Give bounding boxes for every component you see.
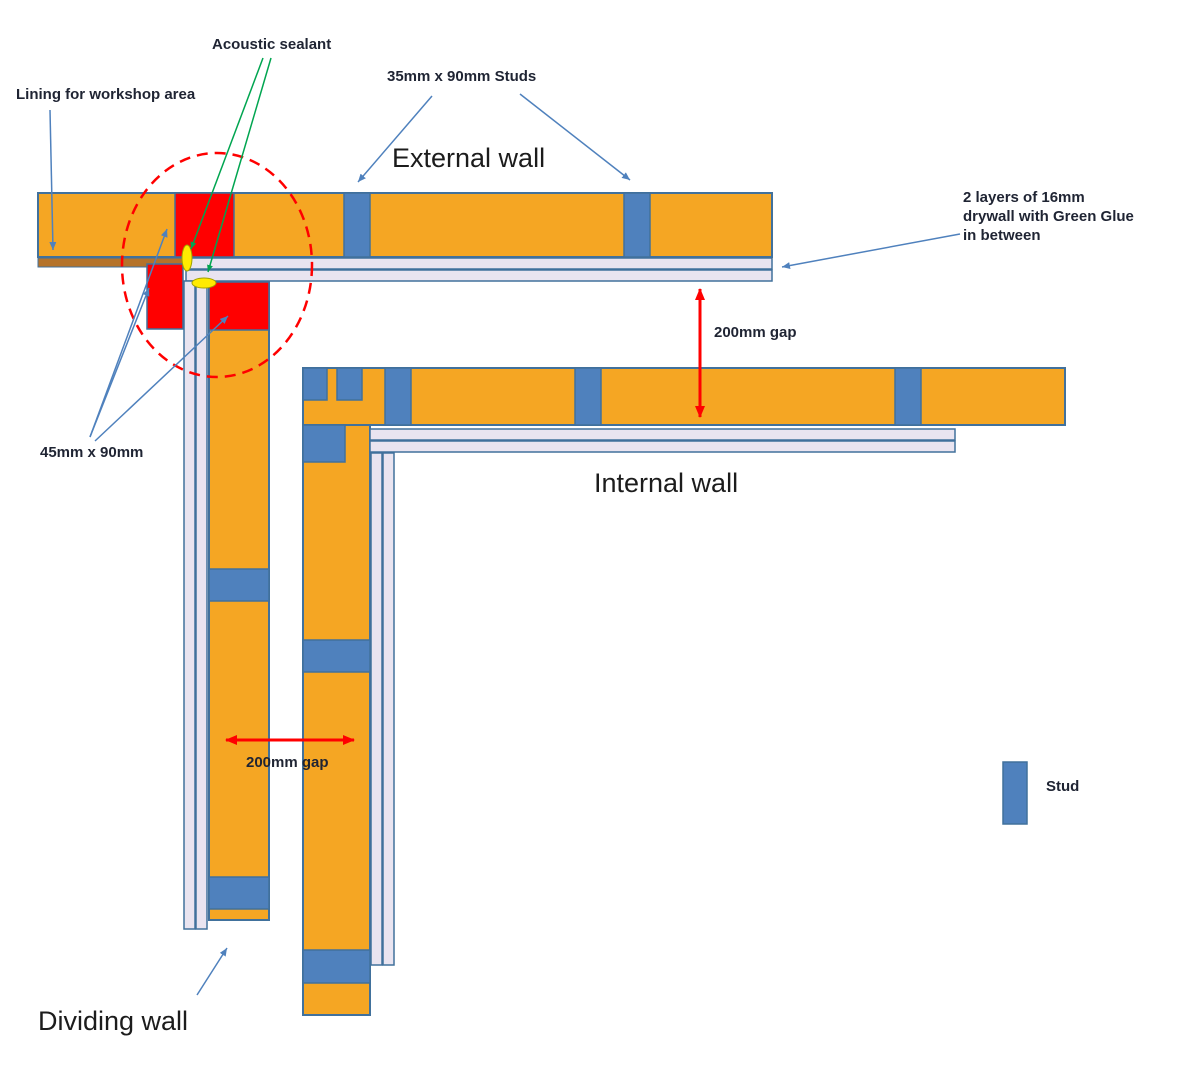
- dividing-wall-45x90-block-right: [208, 281, 270, 331]
- label-dividing-wall: Dividing wall: [38, 1006, 189, 1036]
- 45x90-arrow-right: [94, 315, 229, 442]
- label-lining: Lining for workshop area: [16, 86, 196, 103]
- stud-legend-swatch: [1002, 761, 1028, 825]
- stud: [894, 367, 922, 426]
- stud: [336, 367, 363, 401]
- acoustic-sealant-pointer-line: [207, 57, 272, 273]
- junction-highlight-circle: [120, 151, 314, 379]
- stud: [574, 367, 602, 426]
- external-drywall-layer-1: [185, 257, 773, 270]
- acoustic-sealant-blob-horizontal: [191, 277, 217, 289]
- lining-arrow: [49, 109, 57, 251]
- label-studs-45: 45mm x 90mm: [40, 444, 144, 461]
- dividing-drywall-layer-2: [195, 280, 208, 930]
- label-external-wall: External wall: [392, 143, 546, 173]
- label-gap-horizontal: 200mm gap: [246, 754, 329, 771]
- stud: [343, 192, 371, 258]
- internal-drywall-vertical-1: [370, 452, 383, 966]
- label-studs-35: 35mm x 90mm Studs: [387, 68, 537, 85]
- dividing-wall-45x90-block-left: [146, 263, 184, 330]
- external-drywall-layer-2: [185, 269, 773, 282]
- acoustic-sealant-blob-vertical: [181, 244, 193, 272]
- stud: [623, 192, 651, 258]
- 45x90-arrow-left: [89, 287, 150, 438]
- 45x90-arrow-top: [89, 228, 168, 438]
- dividing-drywall-layer-1: [183, 280, 196, 930]
- label-internal-wall: Internal wall: [594, 468, 739, 498]
- drywall-note-arrow: [781, 233, 961, 269]
- stud: [384, 367, 412, 426]
- internal-drywall-layer-2: [369, 440, 956, 453]
- stud-arrow-left: [357, 95, 433, 183]
- acoustic-sealant-pointer-line: [190, 57, 264, 250]
- stud: [302, 424, 346, 463]
- external-wall-frame: [37, 192, 773, 258]
- stud: [302, 367, 328, 401]
- stud: [302, 949, 371, 984]
- label-gap-vertical: 200mm gap: [714, 324, 797, 341]
- dividing-wall-arrow: [196, 947, 228, 996]
- internal-wall-frame-vertical: [302, 424, 371, 1016]
- stud: [302, 639, 371, 673]
- internal-drywall-layer-1: [369, 428, 956, 441]
- label-acoustic-sealant: Acoustic sealant: [212, 36, 332, 53]
- stud: [208, 568, 270, 602]
- label-drywall-note: 2 layers of 16mm drywall with Green Glue…: [963, 189, 1134, 245]
- stud: [208, 876, 270, 910]
- stud-arrow-right: [519, 93, 631, 181]
- internal-wall-frame-horizontal: [302, 367, 1066, 426]
- internal-drywall-vertical-2: [382, 452, 395, 966]
- label-stud-legend: Stud: [1046, 778, 1080, 795]
